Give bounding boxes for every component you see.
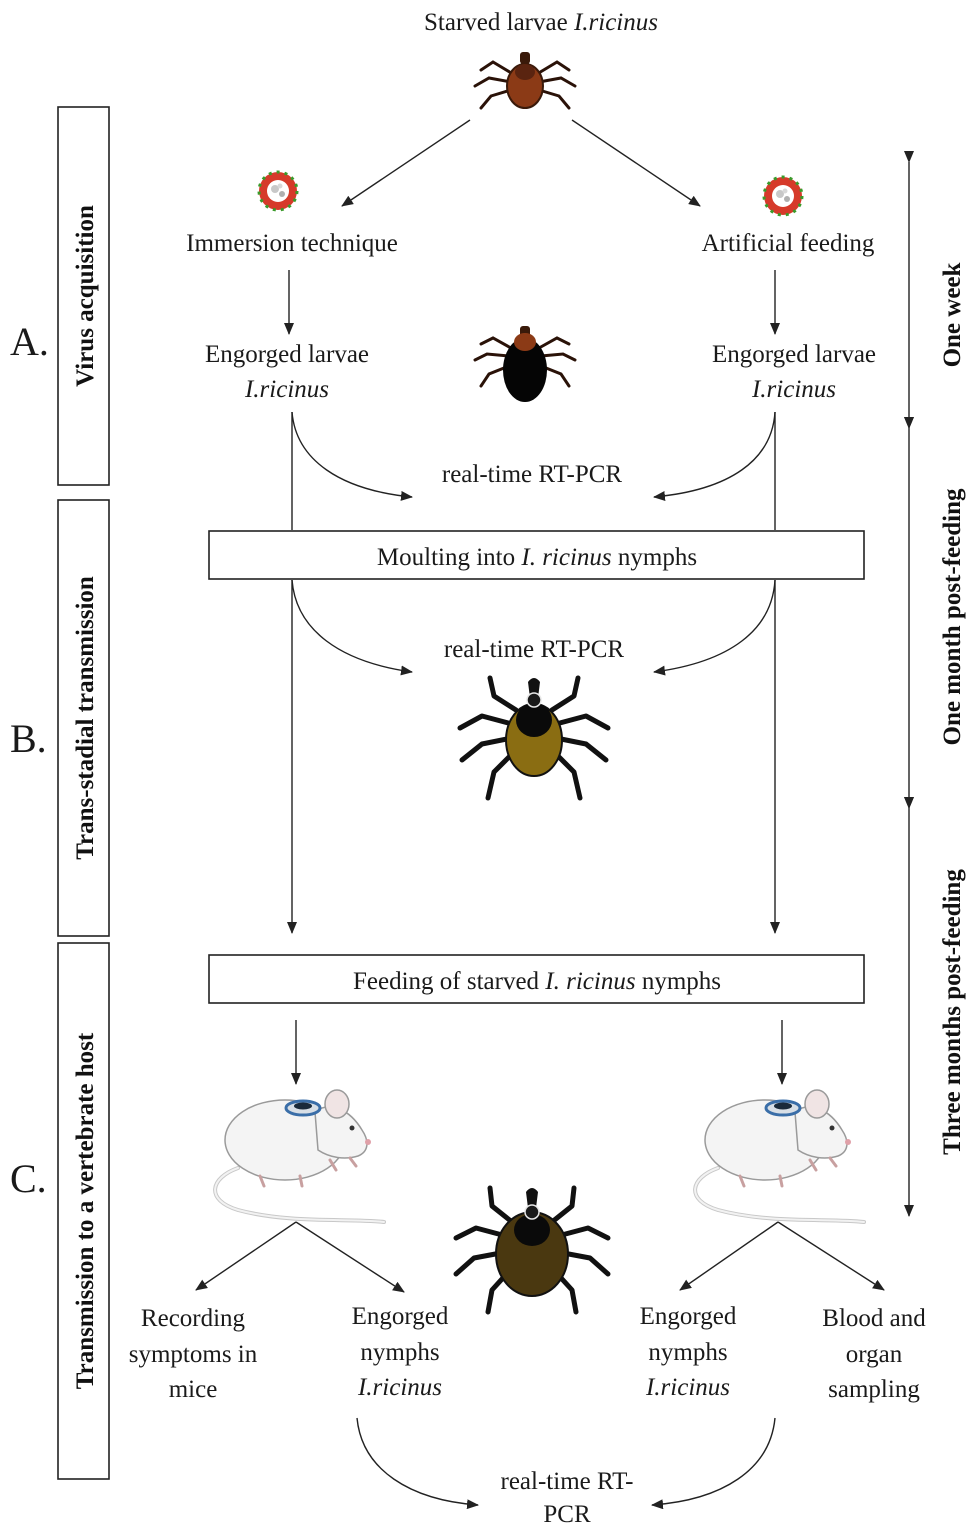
phase-c-letter: C. (10, 1156, 47, 1201)
moulting-box (208, 530, 865, 580)
phase-b-title: Trans-stadial transmission (72, 576, 99, 860)
recording-line-2: symptoms in (129, 1341, 258, 1368)
left-species: I.ricinus (244, 376, 329, 403)
left-engorged-larvae: Engorged larvae (205, 341, 369, 368)
left-method: Immersion technique (186, 230, 398, 257)
right-engorged-larvae: Engorged larvae (712, 341, 876, 368)
left-nymphs-line-3: I.ricinus (357, 1374, 442, 1401)
timeline-one-week: One week (939, 262, 966, 367)
engorged-nymph-tick-icon (453, 1185, 611, 1315)
left-nymphs-line-2: nymphs (360, 1339, 439, 1366)
moulting-text: Moulting into I. ricinus nymphs (377, 544, 697, 571)
phase-a-box (57, 106, 110, 486)
right-nymphs-line-3: I.ricinus (645, 1374, 730, 1401)
right-nymphs-line-1: Engorged (640, 1303, 737, 1330)
right-nymphs-line-2: nymphs (648, 1339, 727, 1366)
tick-larva-icon (473, 52, 577, 110)
recording-line-3: mice (169, 1376, 218, 1403)
engorged-tick-icon (473, 326, 577, 402)
phase-a-title: Virus acquisition (72, 205, 99, 387)
right-species: I.ricinus (751, 376, 836, 403)
phase-a-letter: A. (10, 319, 49, 364)
mouse-icon-left (213, 1089, 386, 1224)
pcr-label-1: real-time RT-PCR (442, 461, 623, 488)
phase-b-box (57, 499, 110, 937)
feeding-text: Feeding of starved I. ricinus nymphs (353, 968, 721, 995)
timeline-three-months: Three months post-feeding (939, 869, 966, 1155)
feeding-box (208, 954, 865, 1004)
nymph-tick-icon (457, 675, 611, 801)
phase-c-box (57, 942, 110, 1480)
pcr-label-2: real-time RT-PCR (444, 636, 625, 663)
pcr-label-3-line-2: PCR (543, 1501, 591, 1528)
timeline-one-month: One month post-feeding (939, 488, 966, 745)
virus-icon-right (762, 175, 804, 217)
right-method: Artificial feeding (702, 230, 875, 257)
top-title: Starved larvae I.ricinus (424, 9, 658, 36)
virus-icon-left (257, 170, 299, 212)
pcr-label-3-line-1: real-time RT- (501, 1468, 634, 1495)
left-nymphs-line-1: Engorged (352, 1303, 449, 1330)
recording-line-1: Recording (141, 1305, 246, 1332)
blood-line-1: Blood and (822, 1305, 926, 1332)
mouse-icon-right (693, 1089, 866, 1224)
phase-b-letter: B. (10, 716, 47, 761)
blood-line-3: sampling (828, 1376, 920, 1403)
phase-c-title: Transmission to a vertebrate host (72, 1032, 99, 1389)
blood-line-2: organ (846, 1341, 903, 1368)
